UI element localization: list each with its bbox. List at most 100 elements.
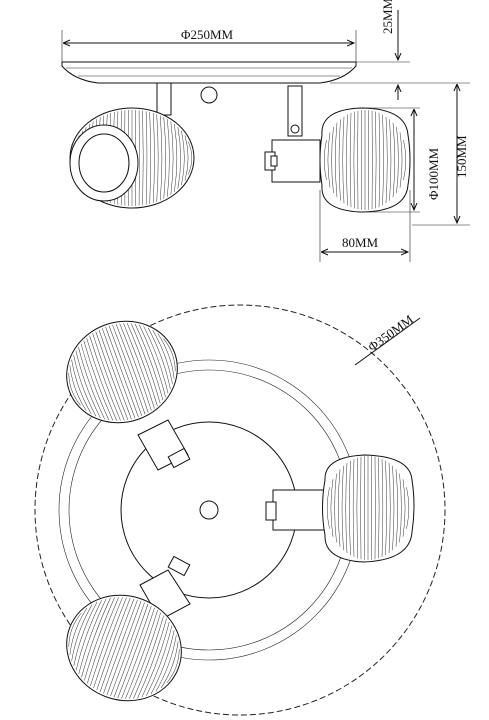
shade-rib xyxy=(331,126,334,194)
shade-rib xyxy=(87,597,119,684)
shade-rib xyxy=(113,603,149,698)
shade-rib xyxy=(152,330,173,385)
shade-rib xyxy=(102,328,136,419)
shade-rib xyxy=(341,465,344,551)
center-knob xyxy=(200,86,218,104)
shade-rib xyxy=(330,479,334,537)
shade-rib xyxy=(403,139,407,181)
left-shade xyxy=(69,107,195,209)
shade-rib xyxy=(378,112,381,208)
shade-rib xyxy=(159,115,163,201)
shade-rib xyxy=(99,598,135,693)
shade-rib xyxy=(392,465,395,551)
shade-rib xyxy=(174,123,178,193)
shade-rib xyxy=(396,126,399,194)
dimension-label-plate: 25MM xyxy=(380,0,395,34)
shade-rib xyxy=(103,599,138,694)
shade-rib xyxy=(80,343,110,421)
shade-rib xyxy=(163,117,166,199)
shade-rib xyxy=(110,602,145,697)
shade-rib xyxy=(170,121,174,195)
shade-rib xyxy=(84,597,115,681)
shade-rib xyxy=(375,111,377,209)
shade-rib xyxy=(149,112,151,204)
plan-arm-top xyxy=(137,419,191,471)
dimension-shade-depth: 80MM xyxy=(319,190,411,262)
shade-rib xyxy=(353,111,355,209)
shade-rib xyxy=(141,621,170,698)
shade-rib xyxy=(392,122,395,198)
shade-rib xyxy=(143,325,169,394)
shade-rib xyxy=(105,326,139,418)
shade-rib xyxy=(346,114,348,206)
shade-rib xyxy=(338,469,341,547)
shade-rib xyxy=(326,487,330,529)
shade-rib xyxy=(342,116,345,204)
shade-rib xyxy=(338,119,341,201)
dimension-total-height: 150MM xyxy=(410,82,470,226)
plan-shade-top xyxy=(66,320,178,424)
dimension-shade-diameter: Φ100MM xyxy=(360,107,441,213)
shade-rib xyxy=(349,460,351,556)
shade-rib xyxy=(142,110,144,206)
shade-rib xyxy=(402,479,406,537)
shade-rib xyxy=(163,338,176,371)
shade-rib xyxy=(146,625,173,696)
shade-rib xyxy=(399,132,403,188)
shade-rib xyxy=(130,323,161,404)
dimension-label-width: Φ250MM xyxy=(181,27,234,42)
shade-rib xyxy=(145,111,148,205)
side-view: Φ250MM 25MM xyxy=(61,0,470,262)
shade-rib xyxy=(92,333,125,421)
shade-rib xyxy=(108,325,142,416)
dimension-label-outer: Φ350MM xyxy=(365,311,416,354)
shade-rib xyxy=(78,346,105,420)
shade-rib xyxy=(150,630,175,695)
shade-rib xyxy=(399,473,402,543)
shade-rib xyxy=(156,114,159,202)
shade-rib xyxy=(385,116,388,204)
shade-rib xyxy=(147,327,171,390)
plan-view: Φ350MM xyxy=(34,304,446,716)
right-shade xyxy=(319,107,411,213)
shade-rib xyxy=(352,458,355,558)
dimension-label-shade-diameter: Φ100MM xyxy=(426,147,441,200)
shade-rib xyxy=(112,324,146,415)
shade-rib xyxy=(137,618,167,699)
plan-shade-right xyxy=(322,454,415,563)
dimension-width-top: Φ250MM xyxy=(61,27,357,62)
shade-rib xyxy=(68,373,81,406)
shade-rib xyxy=(93,597,127,689)
shade-rib xyxy=(69,607,88,655)
shade-rib xyxy=(129,612,161,699)
shade-rib xyxy=(73,601,98,666)
shade-rib xyxy=(115,324,149,413)
left-stem xyxy=(156,82,172,116)
ceiling-plate xyxy=(61,61,357,84)
shade-rib xyxy=(323,139,327,181)
shade-rib xyxy=(133,615,164,699)
shade-rib xyxy=(123,323,155,409)
shade-rib xyxy=(96,598,131,691)
shade-rib xyxy=(117,605,152,698)
shade-rib xyxy=(356,457,358,559)
right-arm xyxy=(264,85,321,183)
shade-rib xyxy=(95,331,129,420)
shade-rib xyxy=(71,604,93,661)
shade-rib xyxy=(188,141,193,175)
shade-rib xyxy=(90,597,123,686)
shade-rib xyxy=(89,335,121,421)
shade-rib xyxy=(83,340,114,421)
shade-rib xyxy=(381,458,384,558)
shade-rib xyxy=(127,323,158,407)
shade-rib xyxy=(406,487,410,529)
shade-rib xyxy=(73,354,97,417)
shade-rib xyxy=(121,607,155,699)
shade-rib xyxy=(181,130,185,186)
shade-rib xyxy=(327,132,331,188)
shade-rib xyxy=(155,635,177,692)
dimension-label-depth: 80MM xyxy=(342,235,379,250)
dimension-outer-diameter: Φ350MM xyxy=(354,311,421,366)
shade-rib xyxy=(167,119,170,197)
dimension-plate-height: 25MM xyxy=(330,0,410,100)
